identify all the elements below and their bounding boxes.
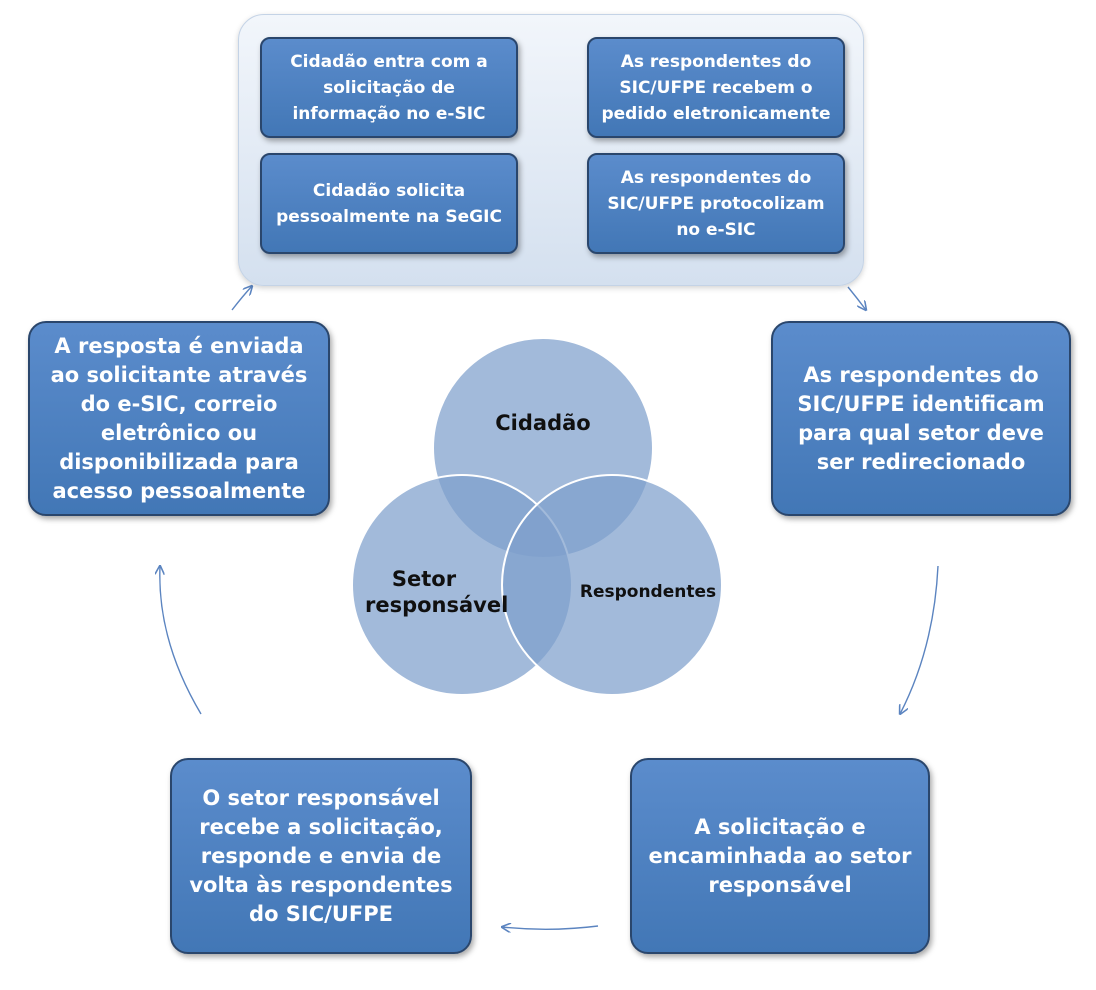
box-in-person-registered-text: As respondentes do SIC/UFPE protocolizam…: [607, 167, 825, 240]
venn-circle-respondentes: [501, 474, 723, 696]
venn-label-setor: Setor responsável: [365, 567, 509, 617]
arrow-forward-to-reply: [502, 926, 599, 929]
box-online-received: As respondentes do SIC/UFPE recebem o pe…: [587, 37, 845, 138]
venn-label-cidadao: Cidadão: [495, 411, 591, 435]
box-in-person-request: Cidadão solicita pessoalmente na SeGIC: [260, 153, 518, 254]
box-forward-to-sector-text: A solicitação e encaminhada ao setor res…: [648, 814, 912, 897]
box-in-person-registered: As respondentes do SIC/UFPE protocolizam…: [587, 153, 845, 254]
box-sector-reply-text: O setor responsável recebe a solicitação…: [189, 785, 453, 926]
box-sector-reply: O setor responsável recebe a solicitação…: [170, 758, 472, 954]
box-forward-to-sector: A solicitação e encaminhada ao setor res…: [630, 758, 930, 954]
arrow-reply-to-answer: [160, 566, 202, 715]
arrow-panel-to-identify: [847, 286, 866, 310]
box-answer-sent: A resposta é enviada ao solicitante atra…: [28, 321, 330, 516]
box-online-received-text: As respondentes do SIC/UFPE recebem o pe…: [601, 51, 831, 124]
box-answer-sent-text: A resposta é enviada ao solicitante atra…: [50, 333, 308, 503]
arrow-answer-to-panel: [231, 286, 252, 311]
venn-label-respondentes: Respondentes: [579, 582, 717, 602]
box-identify-sector: As respondentes do SIC/UFPE identificam …: [771, 321, 1071, 516]
box-online-request-text: Cidadão entra com a solicitação de infor…: [290, 51, 488, 124]
arrow-identify-to-forward: [900, 565, 939, 714]
box-in-person-request-text: Cidadão solicita pessoalmente na SeGIC: [276, 180, 502, 227]
box-online-request: Cidadão entra com a solicitação de infor…: [260, 37, 518, 138]
box-identify-sector-text: As respondentes do SIC/UFPE identificam …: [797, 362, 1045, 474]
